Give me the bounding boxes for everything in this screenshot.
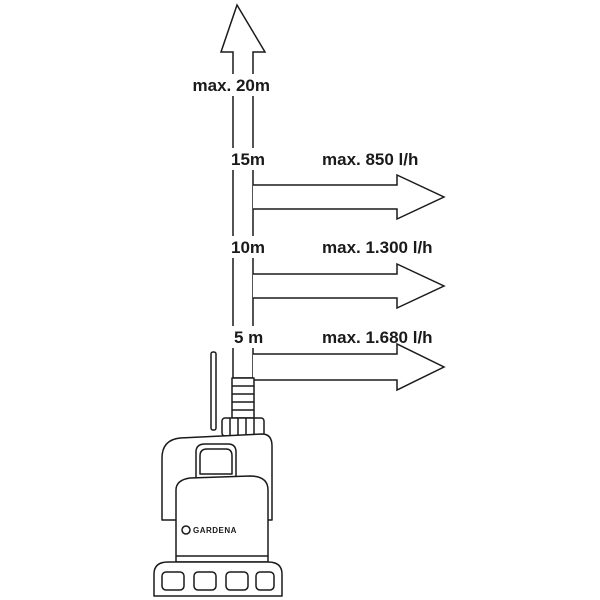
pump-base — [153, 561, 283, 597]
outlet-connector — [231, 377, 255, 419]
height-15m-label-bg — [229, 148, 273, 170]
pump-illustration — [153, 351, 283, 597]
flow-arrow-5m — [253, 342, 446, 392]
brand-logo-icon — [181, 525, 191, 535]
height-10m-label-bg — [229, 236, 273, 258]
flow-5m-label: max. 1.680 l/h — [322, 328, 433, 347]
pump-motor-body — [175, 475, 269, 563]
pump-brand-label: GARDENA — [193, 526, 237, 535]
height-10m-label: 10m — [231, 238, 265, 257]
float-switch-rod — [210, 351, 217, 431]
flow-arrow-10m — [253, 262, 446, 310]
height-15m-label: 15m — [231, 150, 265, 169]
flow-15m-label: max. 850 l/h — [322, 150, 418, 169]
threaded-nut — [221, 417, 265, 437]
height-5m-label: 5 m — [234, 328, 263, 347]
max-height-label: max. 20m — [193, 76, 271, 95]
flow-arrow-15m — [253, 173, 446, 221]
max-height-label-bg — [180, 74, 273, 96]
flow-10m-label: max. 1.300 l/h — [322, 238, 433, 257]
height-5m-label-bg — [229, 326, 273, 348]
